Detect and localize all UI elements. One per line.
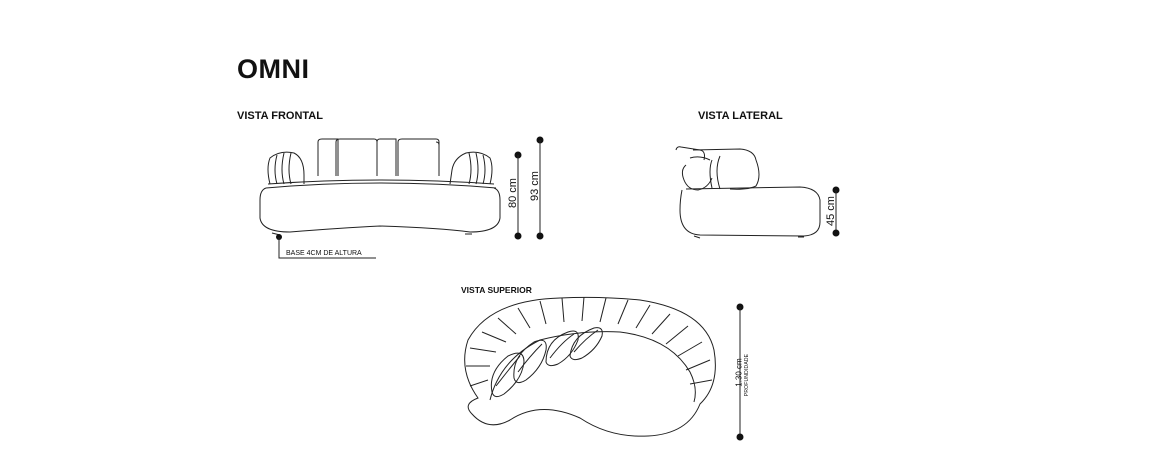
side-dimension-line (832, 186, 840, 237)
product-title: OMNI (237, 54, 310, 84)
base-note: BASE 4CM DE ALTURA (286, 250, 362, 257)
front-view-drawing (259, 138, 501, 259)
front-dimension-lines (514, 136, 544, 240)
total-height-label: 93 cm (528, 171, 541, 201)
top-view-label: VISTA SUPERIOR (461, 285, 532, 295)
top-view-drawing (464, 296, 716, 437)
seat-height-label: 80 cm (506, 178, 519, 208)
side-view-label: VISTA LATERAL (698, 110, 783, 122)
side-height-label: 45 cm (824, 196, 837, 226)
side-view-drawing (675, 146, 821, 239)
depth-caption: PROFUNDIDADE (744, 353, 751, 397)
front-view-label: VISTA FRONTAL (237, 110, 323, 122)
top-dimension-line (736, 303, 744, 441)
depth-label: 1.30 cm (734, 358, 744, 387)
